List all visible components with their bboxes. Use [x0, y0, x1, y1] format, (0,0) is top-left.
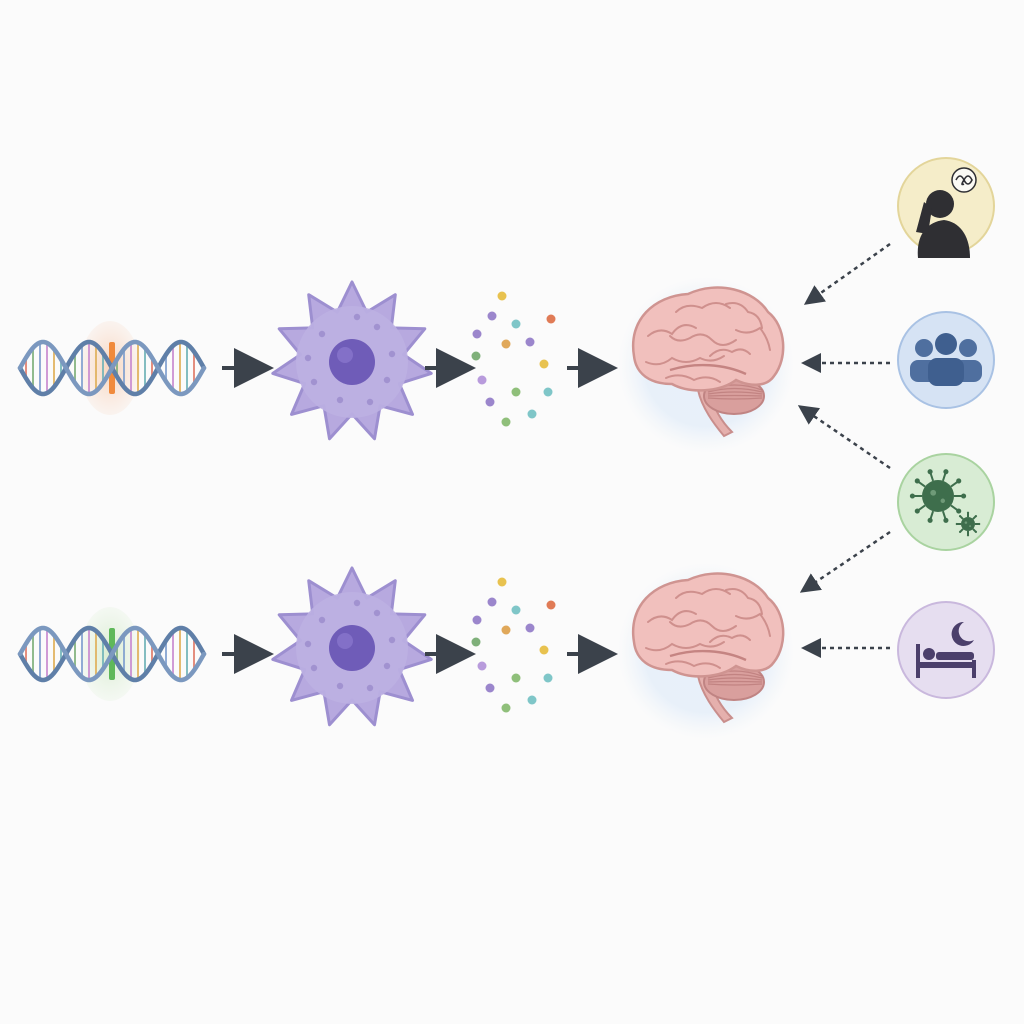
- cytokine-dot: [511, 673, 521, 683]
- cytokine-dot: [487, 311, 497, 321]
- cytokine-dot: [511, 319, 521, 329]
- environmental-factors: [797, 157, 995, 699]
- cytokine-dot: [525, 623, 535, 633]
- microglia-cell-icon: [271, 566, 433, 727]
- cytokine-dot: [511, 605, 521, 615]
- cytokine-dot: [477, 661, 487, 671]
- cytokine-dot: [487, 597, 497, 607]
- cerebrum: [631, 286, 785, 392]
- cytokine-dot: [543, 673, 553, 683]
- cytokine-dot: [539, 359, 549, 369]
- group-of-people-icon: [897, 311, 995, 409]
- cytokine-dot: [471, 637, 481, 647]
- cytokine-dot: [472, 329, 482, 339]
- microglia-cell-icon: [271, 280, 433, 441]
- dna-strand: [17, 339, 207, 397]
- cytokine-dot: [497, 291, 507, 301]
- influence-arrow: [803, 242, 891, 305]
- brain-icon: [618, 277, 794, 453]
- cell-nucleus: [329, 625, 375, 671]
- influence-arrow: [797, 405, 891, 470]
- dna-base-pairs: [25, 342, 195, 394]
- cytokine-dot: [543, 387, 553, 397]
- cytokine-dots-icon: [471, 577, 556, 713]
- cytokine-dot: [485, 683, 495, 693]
- pathway-row-upper: [17, 277, 794, 453]
- influence-arrow: [799, 530, 891, 593]
- cytokine-dot: [511, 387, 521, 397]
- dna-strand: [17, 625, 207, 683]
- cytokine-dot: [501, 703, 511, 713]
- dna-helix-icon: [17, 607, 207, 701]
- cytokine-dot: [497, 577, 507, 587]
- cytokine-dot: [501, 417, 511, 427]
- stressed-person-icon: [897, 157, 995, 258]
- cytokine-dot: [546, 600, 556, 610]
- virus-icon: [897, 453, 995, 551]
- cytokine-dot: [485, 397, 495, 407]
- cytokine-dot: [527, 409, 537, 419]
- cytokine-dot: [501, 339, 511, 349]
- sleep-bed-moon-icon: [897, 601, 995, 699]
- cytokine-dot: [546, 314, 556, 324]
- cytokine-dots-icon: [471, 291, 556, 427]
- cytokine-dot: [472, 615, 482, 625]
- cytokine-dot: [539, 645, 549, 655]
- cytokine-dot: [501, 625, 511, 635]
- cytokine-dot: [525, 337, 535, 347]
- cytokine-dot: [527, 695, 537, 705]
- dna-helix-icon: [17, 321, 207, 415]
- cytokine-dot: [471, 351, 481, 361]
- cerebrum: [631, 572, 785, 678]
- cytokine-dot: [477, 375, 487, 385]
- brain-icon: [618, 563, 794, 739]
- cell-nucleus: [329, 339, 375, 385]
- pathway-row-lower: [17, 563, 794, 739]
